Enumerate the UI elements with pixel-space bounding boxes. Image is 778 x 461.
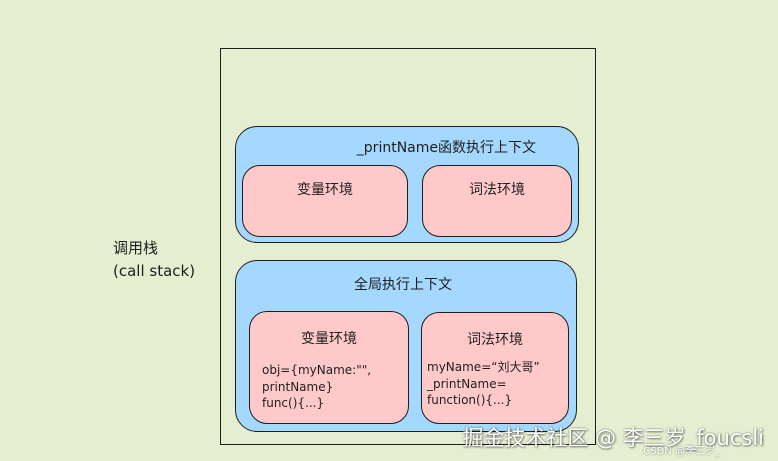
- variable-line-obj: obj={myName:"",: [262, 363, 372, 377]
- watermark-small: CSDN @李三岁_: [643, 446, 720, 457]
- variable-line-printname: printName}: [262, 379, 334, 394]
- watermark: 掘金技术社区 @ 李三岁_foucsli: [462, 426, 764, 450]
- lexical-line-function: function(){...}: [427, 393, 513, 407]
- global-variable-environment: 变量环境 obj={myName:"", printName} func(){.…: [249, 311, 409, 424]
- global-context-title: 全局执行上下文: [354, 277, 452, 293]
- global-variable-env-contents: obj={myName:"", printName} func(){...}: [262, 362, 371, 412]
- variable-line-func: func(){...}: [262, 396, 325, 410]
- global-lexical-env-contents: myName=“刘大哥” _printName= function(){...}: [427, 359, 540, 409]
- function-context-title: _printName函数执行上下文: [356, 140, 536, 156]
- function-variable-environment: 变量环境: [242, 165, 408, 237]
- call-stack-frame: [220, 48, 596, 445]
- lexical-line-printname: _printName=: [427, 376, 507, 391]
- lexical-line-myname: myName=“刘大哥”: [427, 360, 540, 374]
- global-lexical-environment: 词法环境 myName=“刘大哥” _printName= function()…: [421, 312, 569, 424]
- function-lexical-environment: 词法环境: [422, 165, 572, 237]
- function-variable-env-title: 变量环境: [297, 182, 353, 198]
- call-stack-label-cn: 调用栈: [113, 239, 159, 257]
- global-variable-env-title: 变量环境: [301, 331, 357, 347]
- call-stack-label-en: (call stack): [113, 262, 196, 280]
- global-lexical-env-title: 词法环境: [467, 332, 523, 348]
- call-stack-label: 调用栈 (call stack): [113, 237, 195, 283]
- function-lexical-env-title: 词法环境: [469, 182, 525, 198]
